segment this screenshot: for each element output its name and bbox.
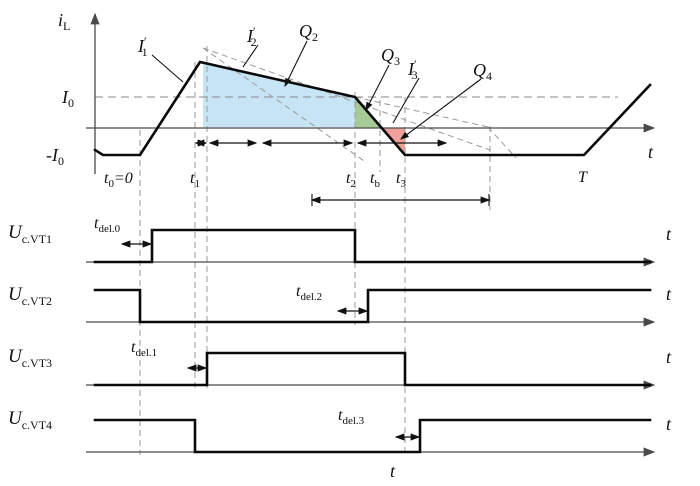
il-current-waveform — [93, 60, 652, 157]
il-base: i — [58, 10, 63, 30]
tdel1-label: tdel.1 — [131, 339, 157, 359]
tb-label: tb — [370, 170, 380, 190]
vt4-row-label: Uc.VT4 — [8, 408, 52, 432]
T-label: T — [578, 169, 588, 186]
t2-label: t2 — [346, 170, 356, 190]
il-axis-label: iL — [58, 10, 70, 33]
vt4-t-label: t — [666, 414, 672, 434]
vt4-gate-waveform — [93, 418, 652, 454]
top-t-label: t — [648, 142, 654, 162]
bottom-t-label: t — [390, 461, 396, 481]
vt2-gate-waveform — [93, 288, 652, 324]
tdel2-label: tdel.2 — [296, 283, 322, 303]
vt1-gate-waveform — [93, 228, 652, 264]
phantom-slope-long — [202, 47, 491, 151]
il-sub: L — [63, 19, 70, 33]
i3-prime-label: I′3 — [407, 57, 418, 82]
vt1-t-label: t — [666, 224, 672, 244]
tdel3-label: tdel.3 — [338, 407, 365, 427]
i1-prime-label: I′1 — [137, 34, 148, 59]
i3-leader-line — [392, 77, 420, 124]
q4-label: Q4 — [473, 60, 492, 83]
i2-prime-label: I′2 — [246, 24, 257, 49]
vt2-row-label: Uc.VT2 — [8, 284, 52, 308]
q3-leader-arrow — [365, 64, 390, 111]
q3-label: Q3 — [381, 45, 400, 68]
t0-label: t0=0 — [104, 170, 133, 190]
q2-label: Q2 — [299, 21, 318, 44]
phantom-slope-steep — [202, 47, 368, 164]
q2-region — [203, 64, 355, 127]
i2-leader-line — [242, 44, 259, 68]
q4-leader-arrow — [400, 78, 482, 140]
vt3-gate-waveform — [93, 351, 652, 387]
t1-label: t1 — [190, 170, 200, 190]
vt1-row-label: Uc.VT1 — [8, 222, 52, 246]
vt2-t-label: t — [666, 284, 672, 304]
phantom-decline-extension — [354, 96, 489, 128]
phantom-fall-extension — [487, 126, 517, 159]
i1-leader-line — [151, 54, 184, 83]
neg-i0-label: -I0 — [46, 145, 64, 168]
vt3-t-label: t — [666, 347, 672, 367]
q2-leader-arrow — [284, 40, 308, 87]
t3-label: t3 — [396, 170, 406, 190]
tdel0-label: tdel.0 — [94, 215, 121, 235]
i0-label: I0 — [61, 87, 74, 110]
vt3-row-label: Uc.VT3 — [8, 346, 52, 370]
